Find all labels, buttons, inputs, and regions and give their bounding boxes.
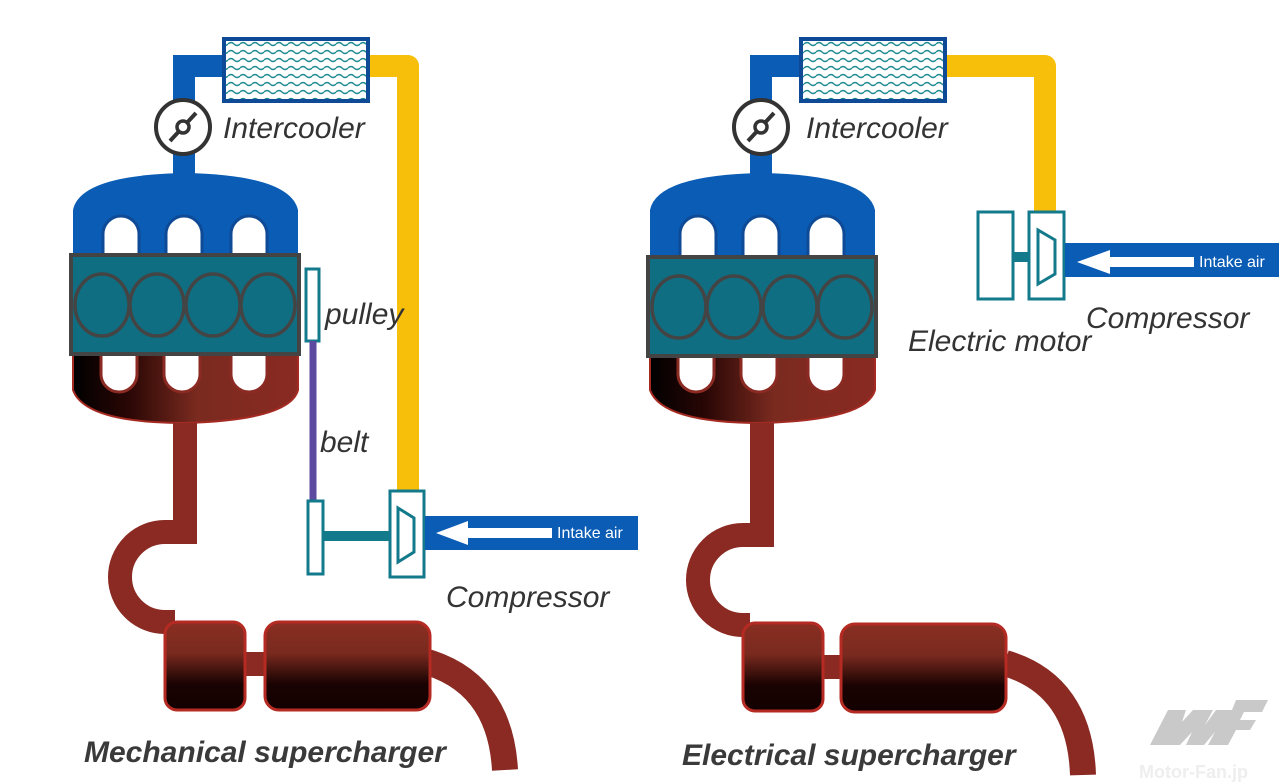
muffler-small — [163, 620, 247, 712]
muffler-small — [741, 621, 825, 713]
intake-arrow-icon — [436, 521, 552, 545]
intake-air-label: Intake air — [557, 525, 623, 542]
crank-pulley — [304, 267, 321, 343]
throttle-valve-icon — [732, 98, 790, 156]
electric-motor — [976, 210, 1015, 301]
engine-block — [69, 253, 301, 356]
electrical-supercharger-diagram: Intake air Intercooler Compressor Electr… — [646, 37, 1279, 776]
mf-logo-icon — [1150, 700, 1268, 745]
motor-shaft — [1013, 252, 1031, 262]
compressor-impeller-icon — [396, 505, 416, 565]
compressor-impeller-icon — [1036, 227, 1057, 287]
intercooler-core — [799, 37, 947, 103]
hot-air-pipe — [943, 55, 1056, 212]
intake-arrow-icon — [1077, 250, 1194, 274]
watermark-site: Motor-Fan.jp — [1139, 762, 1248, 782]
muffler-large — [839, 622, 1008, 714]
exhaust-pipe — [686, 423, 774, 637]
compressor-label: Compressor — [446, 581, 610, 614]
intercooler-core — [222, 37, 370, 103]
compressor-label: Compressor — [1086, 302, 1250, 335]
cylinders — [650, 274, 874, 340]
muffler-large — [263, 620, 432, 712]
motor-fan-watermark: Motor-Fan.jp — [1139, 700, 1268, 782]
belt-label: belt — [320, 426, 370, 459]
supercharger-pulley — [306, 499, 325, 576]
intake-air-label: Intake air — [1199, 254, 1265, 271]
hot-air-pipe — [365, 55, 419, 492]
mechanical-supercharger-diagram: Intake air Intercooler pulley belt Compr… — [69, 37, 638, 771]
pulley-label: pulley — [324, 298, 405, 331]
cylinders — [73, 272, 297, 338]
intercooler-label: Intercooler — [806, 112, 949, 145]
exhaust-pipe — [108, 423, 197, 634]
compressor-housing — [1027, 210, 1066, 301]
drive-shaft — [323, 531, 393, 541]
diagram-title: Electrical supercharger — [682, 739, 1018, 772]
throttle-valve-icon — [154, 98, 212, 156]
electric-motor-label: Electric motor — [908, 325, 1092, 358]
intercooler-label: Intercooler — [223, 112, 366, 145]
diagram-title: Mechanical supercharger — [84, 736, 448, 769]
